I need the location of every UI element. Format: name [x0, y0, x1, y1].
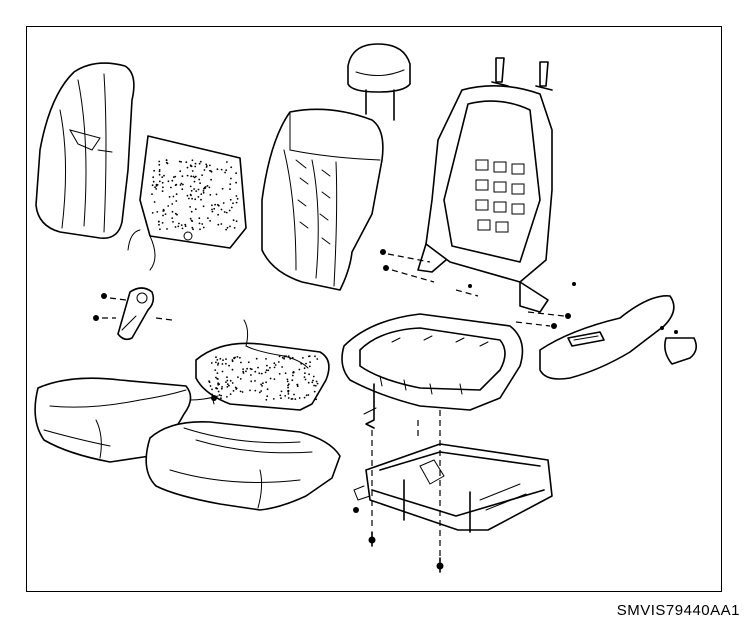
seatback-heater-mat: [127, 135, 247, 271]
diagram-reference-code: SMVIS79440AA1: [616, 602, 740, 619]
cushion-pad: [145, 421, 341, 511]
frame-bolts: [380, 249, 576, 329]
recliner-bracket: [93, 287, 173, 341]
cushion-frame: [341, 313, 524, 415]
seatback-trim-cover: [35, 62, 135, 239]
seat-adjuster: [353, 443, 553, 533]
headrest-guides: [491, 57, 553, 91]
seatback-spring-mat: [475, 159, 525, 233]
adjuster-bolts: [353, 507, 444, 573]
seatback-frame: [417, 85, 553, 313]
headrest: [347, 43, 411, 121]
cushion-heater-mat: [195, 319, 330, 411]
alignment-lines: [365, 383, 441, 560]
side-cover: [539, 295, 698, 380]
seatback-pad: [261, 108, 384, 291]
